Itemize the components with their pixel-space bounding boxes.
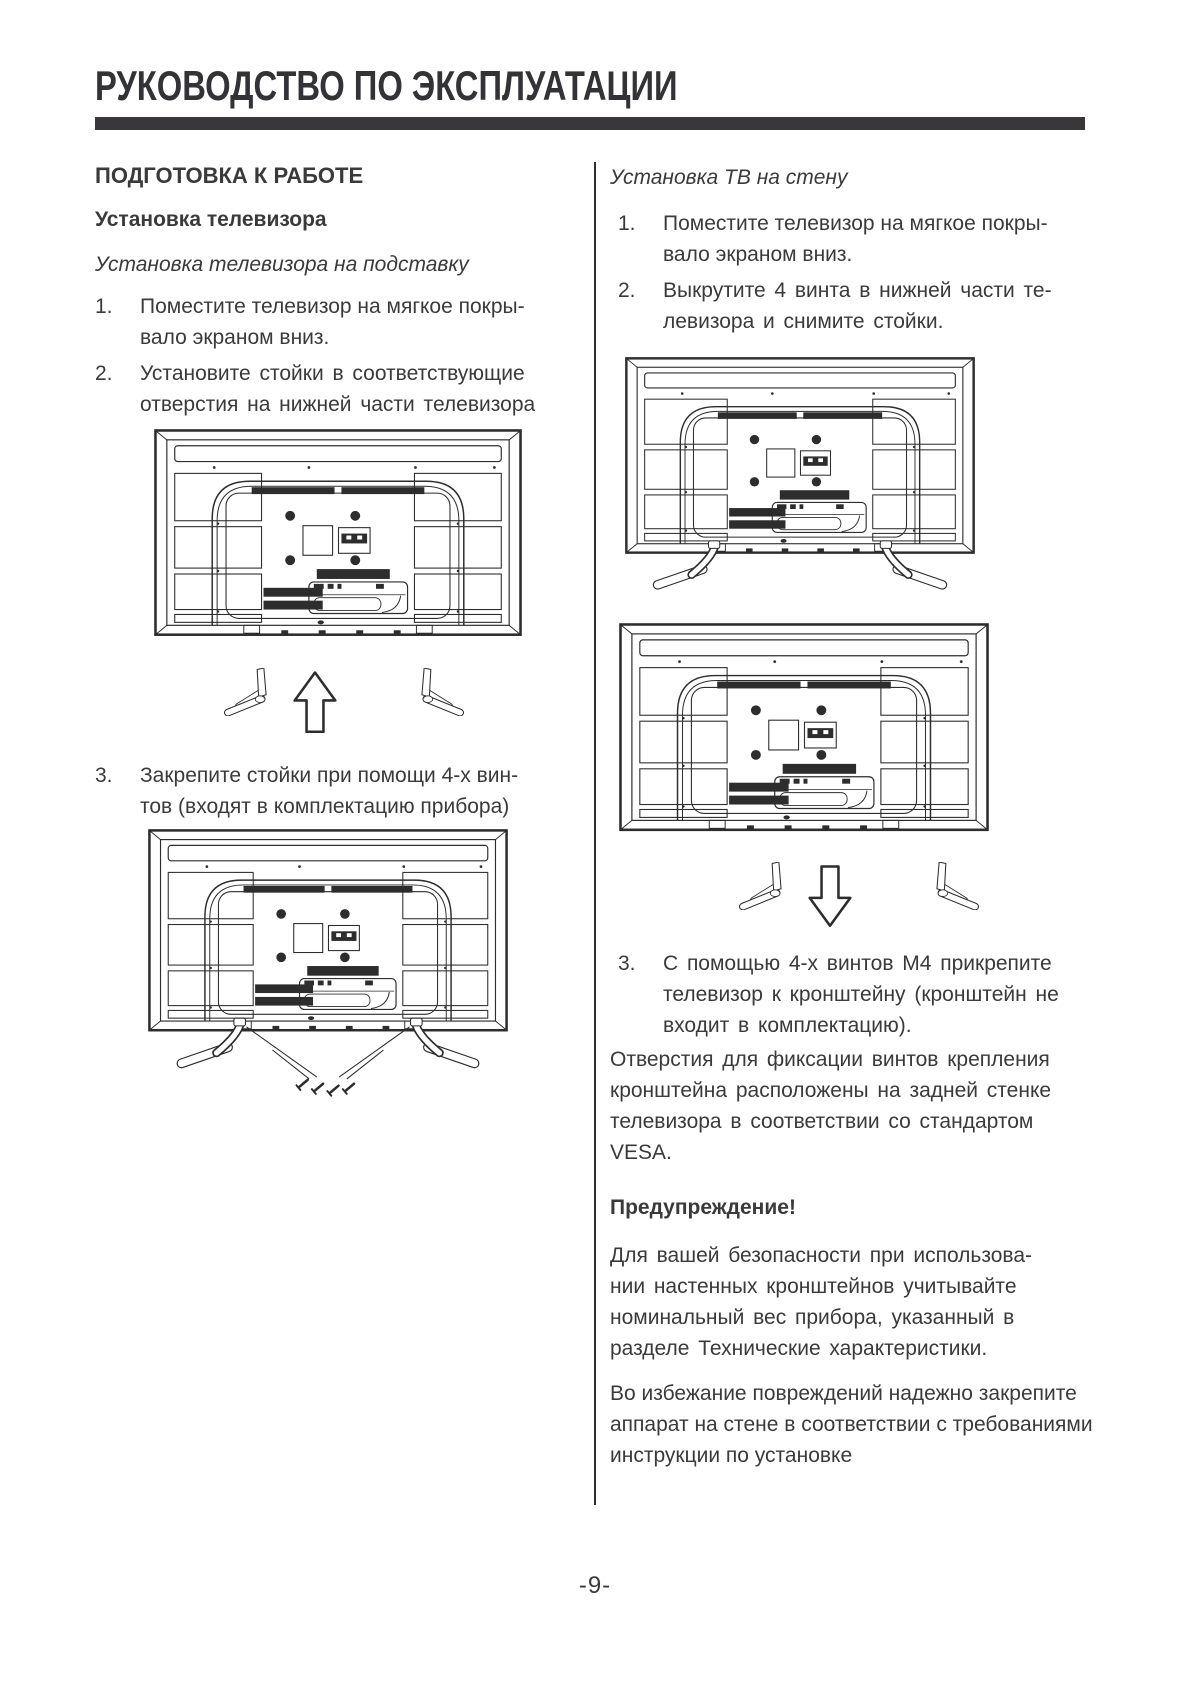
stand-removal-figure [610,861,1155,942]
step-3-right: 3. С помощью 4-х винтов М4 прикрепите те… [618,948,1118,1041]
step-2-left: 2. Установите стойки в соответствующие о… [95,358,550,420]
step-number: 1. [618,212,636,235]
stand-foot-icon-left [738,861,790,915]
step-1-right: 1. Поместите телевизор на мягкое покры- … [618,208,1118,270]
step-text: С помощью 4-х винтов М4 прикрепите телев… [663,952,1059,1037]
stand-foot-icon [739,861,782,911]
stand-foot-icon-right [928,861,980,915]
tv-back-diagram [154,429,522,636]
step-text: Закрепите стойки при помощи 4-х вин- тов… [140,764,519,818]
section-heading: ПОДГОТОВКА К РАБОТЕ [95,163,364,188]
vesa-note: Отверстия для фиксации винтов крепления … [610,1048,1052,1164]
method-heading-left: Установка телевизора на подставку [95,253,469,276]
warning-heading: Предупреждение! [610,1196,796,1219]
step-text: Поместите телевизор на мягкое покры- вал… [140,295,525,349]
page-title: РУКОВОДСТВО ПО ЭКСПЛУАТАЦИИ [95,62,678,109]
step-number: 1. [95,295,113,318]
tv-back-figure-with-stands [624,356,976,598]
step-text: Поместите телевизор на мягкое покры- вал… [663,212,1048,266]
step-text: Выкрутите 4 винта в нижней части те- лев… [663,279,1052,333]
warning-paragraph-2: Во избежание повреждений надежно закрепи… [610,1382,1093,1467]
stand-assembly-figure [95,667,550,748]
arrow-down-icon [808,865,852,928]
stand-foot-icon-left [223,667,275,721]
stand-foot-icon [224,667,267,717]
column-divider [594,162,596,1505]
step-number: 2. [618,279,636,302]
left-column: ПОДГОТОВКА К РАБОТЕ Установка телевизора… [95,160,550,1350]
tv-back-figure-no-stands [153,428,523,648]
arrow-up-icon [293,671,337,734]
stand-foot-icon [421,667,464,717]
title-rule [95,117,1085,130]
tv-back-diagram [619,623,989,832]
step-number: 3. [618,952,636,975]
step-3-left: 3. Закрепите стойки при помощи 4-х вин- … [95,760,550,822]
step-1-left: 1. Поместите телевизор на мягкое покры- … [95,291,550,353]
right-column: Установка ТВ на стену 1. Поместите телев… [610,160,1155,1490]
step-number: 2. [95,362,113,385]
tv-back-diagram [148,829,508,1097]
stand-foot-icon-right [413,667,465,721]
arrow-up-icon [293,670,337,739]
subsection-heading: Установка телевизора [95,208,327,231]
arrow-down-icon [808,864,852,933]
tv-back-figure-no-stands-2 [618,622,990,843]
method-heading-right: Установка ТВ на стену [610,166,848,189]
warning-paragraph-1: Для вашей безопасности при использова- н… [610,1244,1033,1360]
step-2-right: 2. Выкрутите 4 винта в нижней части те- … [618,275,1118,337]
page-number: -9- [578,1572,612,1599]
step-text: Установите стойки в соответствующие отве… [140,362,536,416]
stand-foot-icon [936,861,979,911]
tv-back-figure-stands-screws [147,828,509,1107]
tv-back-diagram [625,357,975,590]
step-number: 3. [95,764,113,787]
